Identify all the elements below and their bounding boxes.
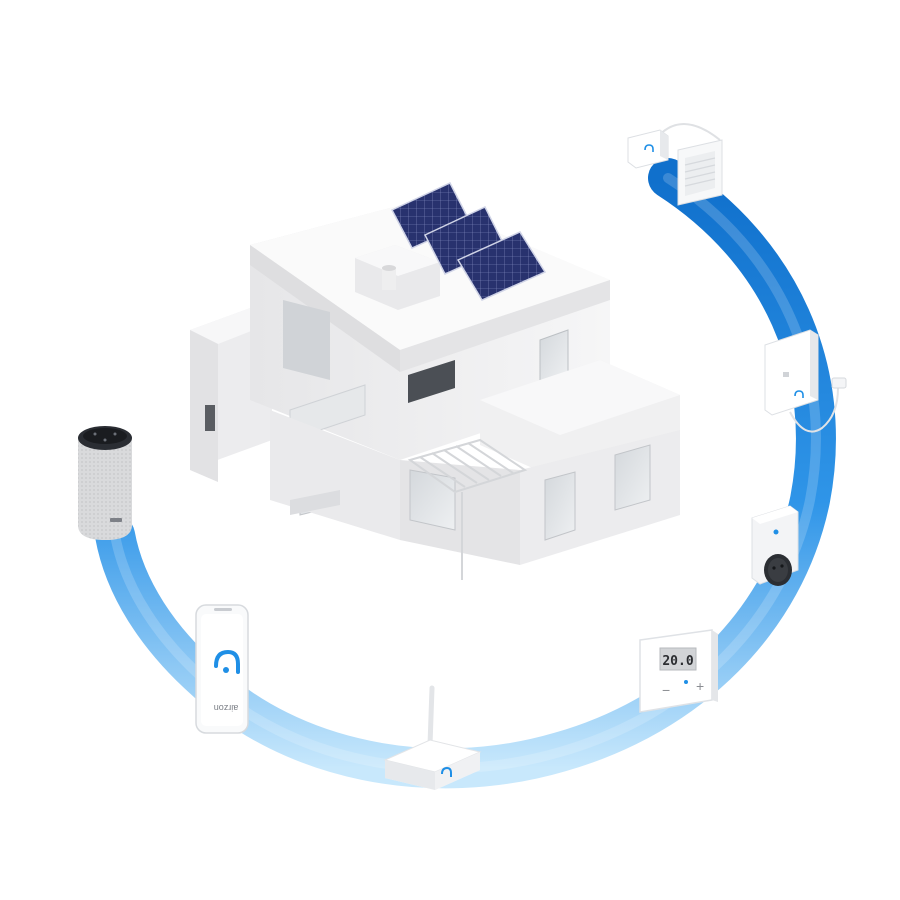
- phone-brand-text: airzon: [214, 703, 239, 713]
- sensor-with-grille: [627, 123, 723, 206]
- airzone-logo-icon: [214, 649, 240, 674]
- smart-speaker: [78, 426, 132, 540]
- thermostat-display: 20.0: [662, 654, 693, 669]
- house-illustration: [190, 182, 680, 580]
- plus-icon: +: [696, 678, 704, 694]
- wifi-router: [383, 685, 482, 790]
- solar-panels: [390, 182, 547, 301]
- thermostat: 20.0 − +: [639, 629, 718, 713]
- control-module: [764, 329, 847, 433]
- smartphone-with-app: airzon: [195, 604, 249, 734]
- smart-plug: [751, 505, 799, 586]
- minus-icon: −: [662, 682, 670, 698]
